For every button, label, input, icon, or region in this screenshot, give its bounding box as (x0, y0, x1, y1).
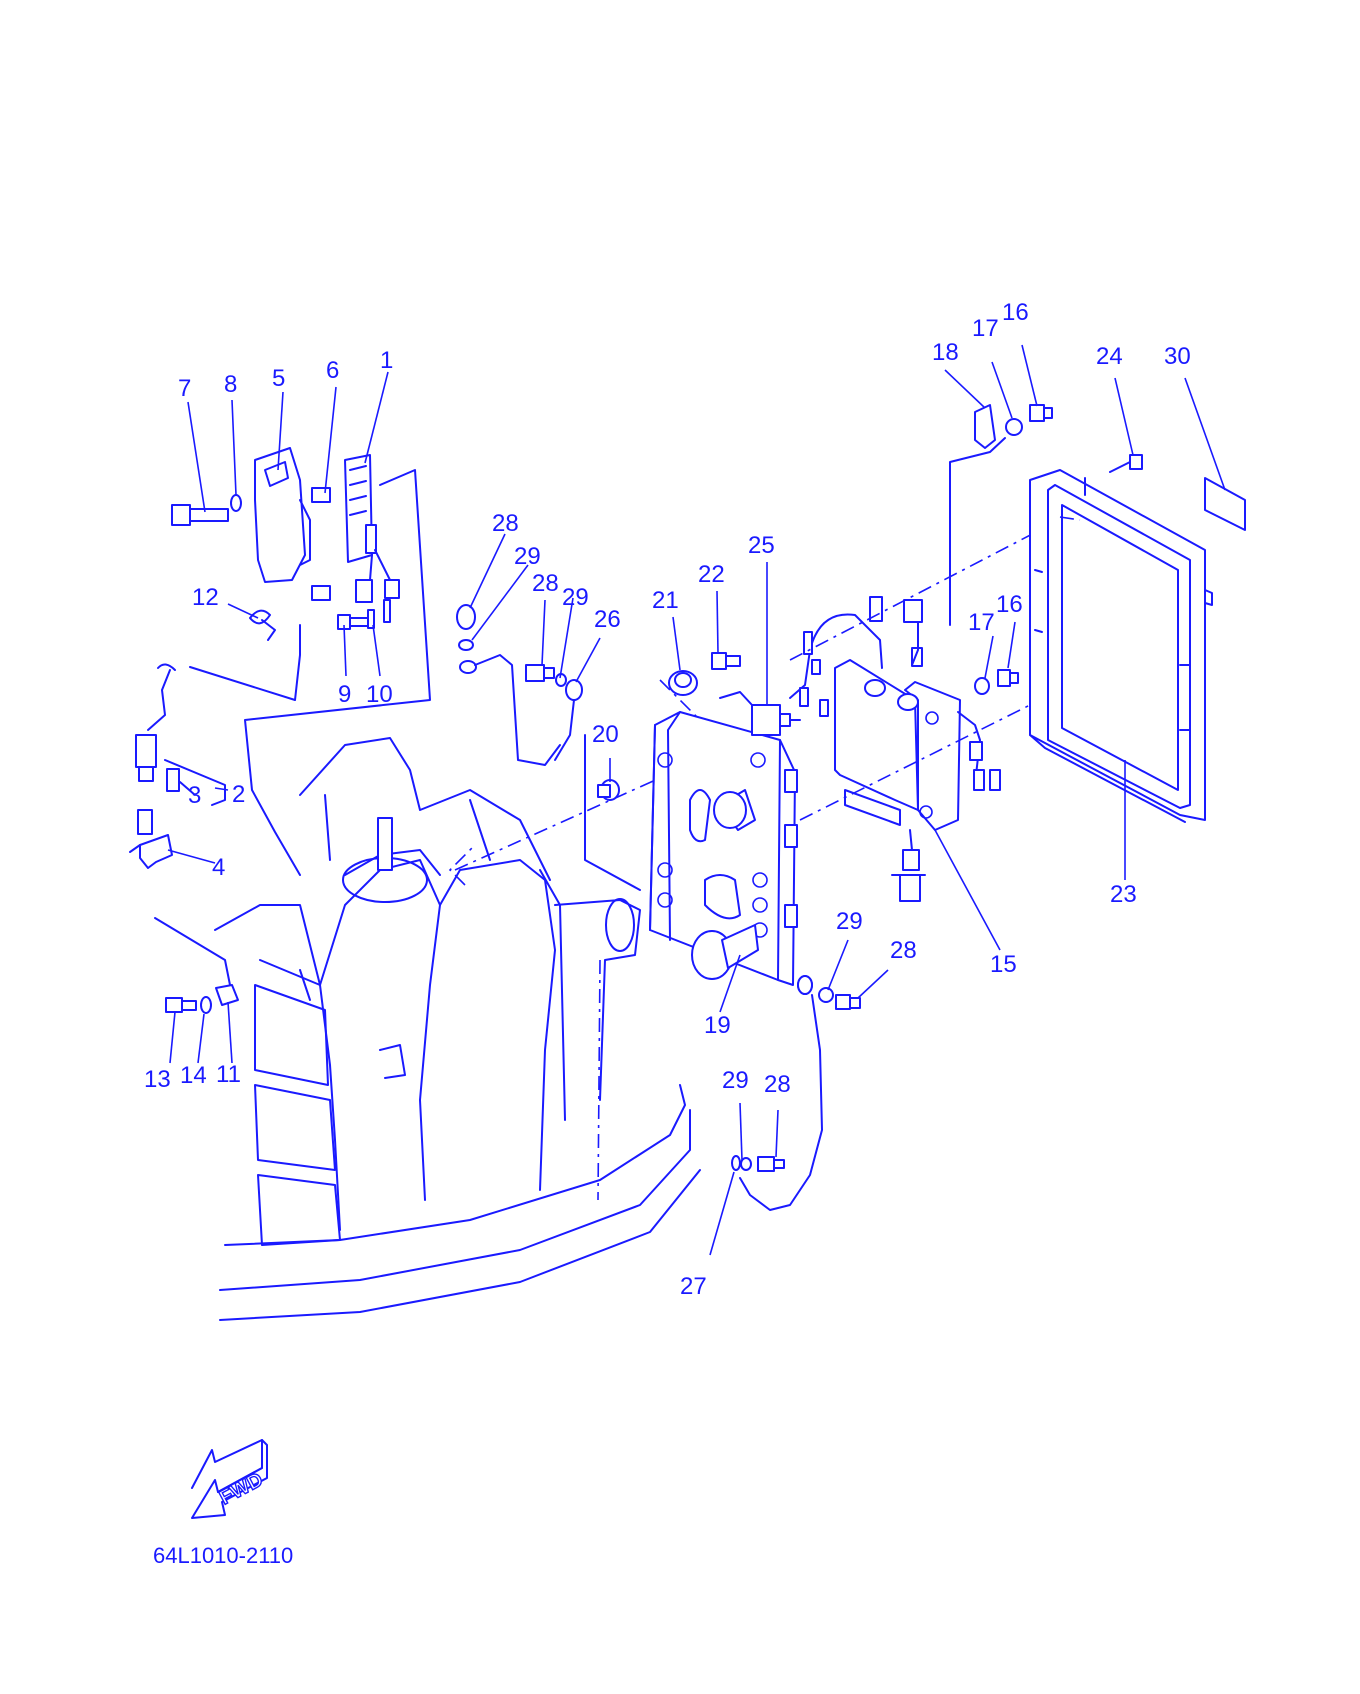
callout-29-b: 29 (562, 584, 589, 611)
callout-11: 11 (216, 1061, 241, 1088)
callout-14: 14 (180, 1062, 207, 1089)
callout-28-d: 28 (764, 1071, 791, 1098)
callout-25: 25 (748, 532, 775, 559)
ignition-coil-cluster (147, 447, 431, 876)
callout-24: 24 (1096, 343, 1123, 370)
callout-12: 12 (192, 584, 219, 611)
callout-2: 2 (232, 781, 245, 808)
callout-28-b: 28 (532, 570, 559, 597)
callout-7: 7 (178, 375, 191, 402)
callout-30: 30 (1164, 343, 1191, 370)
callout-15: 15 (990, 951, 1017, 978)
cdi-unit (789, 529, 1041, 902)
callout-21: 21 (652, 587, 679, 614)
callout-19: 19 (704, 1012, 731, 1039)
engine-block-outline (154, 737, 701, 1321)
fwd-label: FWD (216, 1469, 267, 1510)
callout-17: 17 (972, 315, 999, 342)
callout-20: 20 (592, 721, 619, 748)
callout-28-a: 28 (492, 510, 519, 537)
callout-28-c: 28 (890, 937, 917, 964)
callout-23: 23 (1110, 881, 1137, 908)
hose-loop (456, 604, 583, 766)
electrical-bracket-plate (584, 652, 813, 995)
callout-4: 4 (212, 854, 225, 881)
fastener-cluster-lower-left (165, 984, 239, 1014)
fwd-direction-arrow: FWD (191, 1439, 268, 1519)
callout-17b: 17 (968, 609, 995, 636)
callout-6: 6 (326, 357, 339, 384)
callout-9: 9 (338, 681, 351, 708)
callout-13: 13 (144, 1066, 171, 1093)
callout-26: 26 (594, 606, 621, 633)
callout-29-a: 29 (514, 543, 541, 570)
sensor-cluster (129, 734, 226, 869)
cdi-cover (731, 404, 1246, 1211)
callout-29-c: 29 (836, 908, 863, 935)
callout-27: 27 (680, 1273, 707, 1300)
leader-lines (167, 344, 1226, 1256)
callout-1: 1 (380, 347, 393, 374)
callout-29-d: 29 (722, 1067, 749, 1094)
callout-10: 10 (366, 681, 393, 708)
callout-5: 5 (272, 365, 285, 392)
callout-8: 8 (224, 371, 237, 398)
callout-labels: 1 2 3 4 5 6 7 8 9 10 11 12 13 14 15 16 1… (144, 299, 1191, 1300)
callout-16: 16 (1002, 299, 1029, 326)
callout-22: 22 (698, 561, 725, 588)
callout-16b: 16 (996, 591, 1023, 618)
callout-3: 3 (188, 782, 201, 809)
drawing-code: 64L1010-2110 (153, 1543, 293, 1568)
callout-18: 18 (932, 339, 959, 366)
